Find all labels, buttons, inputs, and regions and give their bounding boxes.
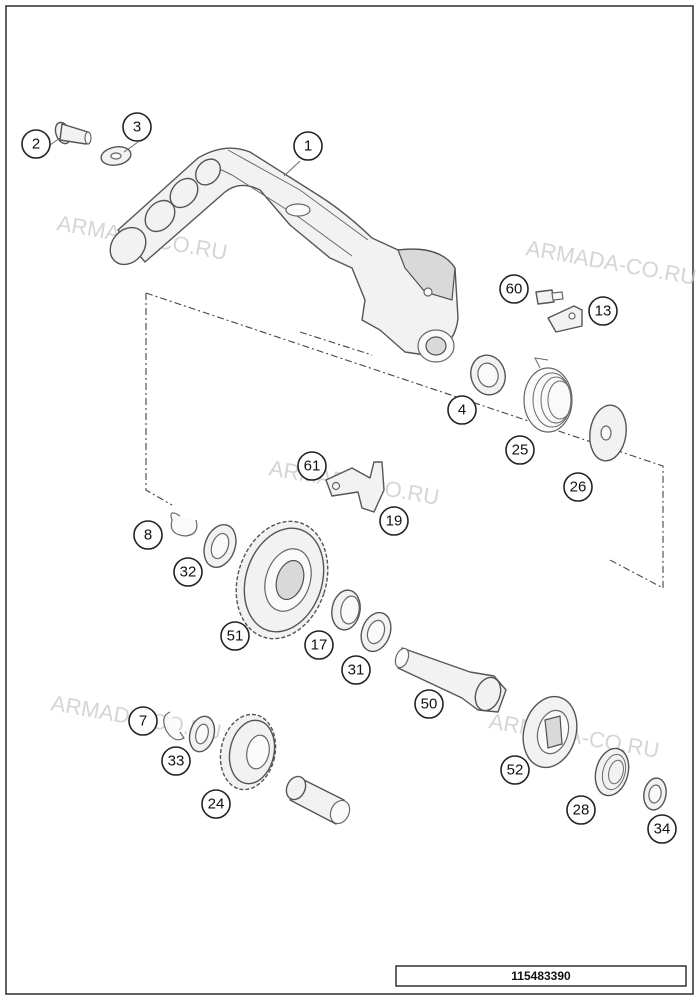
callout-33: 33 — [161, 746, 191, 776]
washer-3 — [100, 146, 132, 166]
circlip-8 — [170, 512, 198, 537]
callout-28: 28 — [566, 795, 596, 825]
svg-text:8: 8 — [144, 527, 152, 544]
callout-61: 61 — [297, 451, 327, 481]
washer-32 — [203, 523, 237, 569]
ratchet-gear — [522, 695, 578, 769]
callout-31: 31 — [341, 655, 371, 685]
svg-text:1: 1 — [304, 138, 312, 155]
svg-text:31: 31 — [348, 662, 365, 679]
svg-text:7: 7 — [139, 713, 147, 730]
callout-60: 60 — [499, 274, 529, 304]
circlip-7 — [163, 711, 185, 741]
svg-text:26: 26 — [570, 479, 587, 496]
spring-28 — [594, 747, 630, 797]
svg-text:3: 3 — [133, 119, 141, 136]
callout-34: 34 — [647, 814, 677, 844]
callout-25: 25 — [505, 435, 535, 465]
callout-19: 19 — [379, 506, 409, 536]
svg-text:51: 51 — [227, 628, 244, 645]
svg-text:61: 61 — [304, 458, 321, 475]
svg-text:33: 33 — [168, 753, 185, 770]
callout-8: 8 — [133, 520, 163, 550]
svg-text:60: 60 — [506, 281, 523, 298]
kickstarter-gear — [235, 520, 329, 640]
callout-2: 2 — [21, 129, 51, 159]
svg-text:24: 24 — [208, 796, 225, 813]
callout-51: 51 — [220, 621, 250, 651]
part-callouts: 1 2 3 60 13 4 25 26 61 19 8 32 51 17 31 … — [21, 112, 677, 844]
svg-text:13: 13 — [595, 303, 612, 320]
washer-4 — [470, 354, 506, 396]
disc-26 — [589, 404, 627, 462]
intermediate-gear — [219, 713, 277, 791]
document-number-box — [395, 965, 687, 987]
lever-spline-shaft — [109, 158, 222, 266]
assembly-dashed-outline — [145, 292, 664, 589]
svg-text:2: 2 — [32, 136, 40, 153]
kickstarter-shaft — [394, 647, 507, 713]
document-number: 115483390 — [511, 969, 571, 983]
guide-plate — [325, 461, 385, 513]
callout-32: 32 — [173, 557, 203, 587]
callout-1: 1 — [293, 131, 323, 161]
needle-bearing — [331, 589, 361, 631]
svg-text:50: 50 — [421, 696, 438, 713]
svg-text:25: 25 — [512, 442, 529, 459]
svg-text:28: 28 — [573, 802, 590, 819]
callout-24: 24 — [201, 789, 231, 819]
svg-text:17: 17 — [311, 637, 328, 654]
leader-lines — [49, 137, 301, 177]
washer-34 — [643, 777, 667, 811]
callout-4: 4 — [447, 395, 477, 425]
callout-26: 26 — [563, 472, 593, 502]
washer-33 — [188, 715, 216, 753]
callout-7: 7 — [128, 706, 158, 736]
callout-13: 13 — [588, 296, 618, 326]
washer-31 — [360, 611, 392, 653]
svg-text:52: 52 — [507, 762, 524, 779]
screw-60 — [535, 289, 564, 305]
callout-3: 3 — [122, 112, 152, 142]
callout-50: 50 — [414, 689, 444, 719]
svg-text:34: 34 — [654, 821, 671, 838]
svg-text:19: 19 — [386, 513, 403, 530]
svg-text:32: 32 — [180, 564, 197, 581]
torsion-spring — [523, 357, 573, 433]
callout-17: 17 — [304, 630, 334, 660]
callout-52: 52 — [500, 755, 530, 785]
svg-text:4: 4 — [458, 402, 466, 419]
bushing — [285, 775, 351, 825]
bracket-13 — [547, 305, 583, 333]
